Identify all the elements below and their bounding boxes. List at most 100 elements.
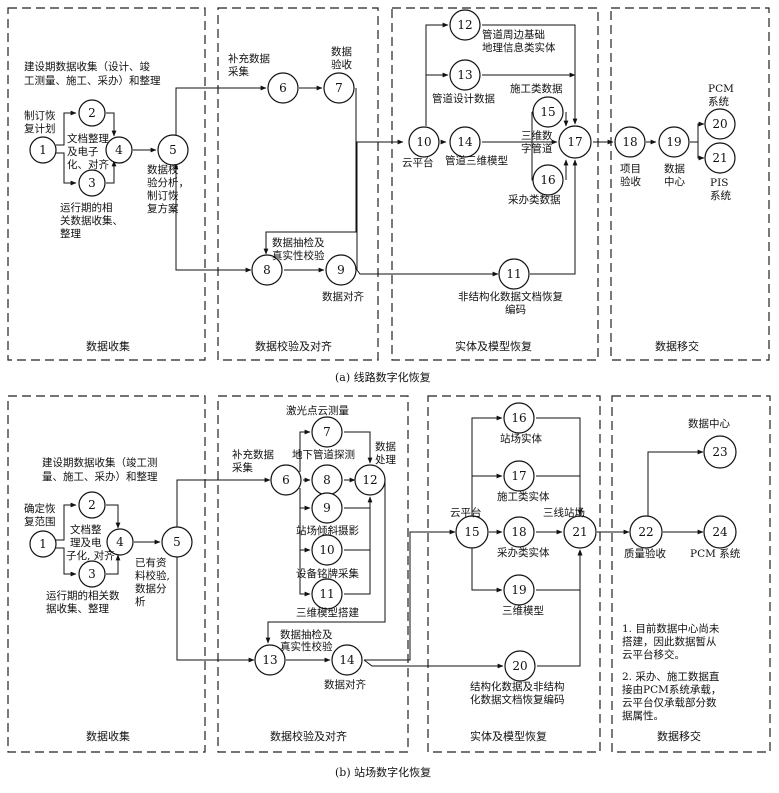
a-section-handover: 数据移交: [655, 339, 699, 353]
svg-text:系统: 系统: [710, 189, 731, 202]
b-labels: 建设期数据收集（竣工测 量、施工、采办）和整理 确定恢 复范围 文档整 理及电 …: [24, 404, 741, 722]
svg-text:2: 2: [88, 498, 96, 512]
svg-text:15: 15: [540, 105, 555, 119]
a-node-8: 8: [251, 254, 283, 286]
b-section-handover: 数据移交: [657, 729, 701, 743]
svg-text:9: 9: [337, 263, 345, 277]
svg-text:采集: 采集: [228, 65, 249, 78]
svg-text:工测量、施工、采办）和整理: 工测量、施工、采办）和整理: [24, 74, 161, 87]
svg-text:4: 4: [115, 143, 123, 157]
svg-text:真实性校验: 真实性校验: [280, 640, 333, 653]
svg-text:4: 4: [116, 535, 124, 549]
svg-text:析: 析: [135, 595, 146, 608]
svg-text:16: 16: [540, 173, 555, 187]
b-node-11: 11: [311, 578, 343, 610]
a-label-design: 管道设计数据: [432, 92, 495, 105]
b-note-1: 1. 目前数据中心尚未: [622, 622, 720, 635]
svg-text:7: 7: [323, 425, 331, 439]
a-node-6: 6: [267, 72, 299, 104]
b-node-16: 16: [503, 402, 535, 434]
b-node-23: 23: [703, 435, 737, 469]
svg-text:编码: 编码: [505, 303, 526, 316]
a-node-2: 2: [78, 99, 106, 127]
a-node-16: 16: [532, 164, 564, 196]
svg-text:验分析，: 验分析，: [147, 176, 189, 189]
b-node-17: 17: [503, 460, 535, 492]
a-node-9: 9: [325, 254, 357, 286]
a-node-18: 18: [614, 126, 646, 158]
svg-text:21: 21: [712, 151, 727, 165]
a-label-doc: 文档整理: [67, 132, 109, 145]
svg-text:6: 6: [282, 473, 290, 487]
svg-text:及电子: 及电子: [67, 145, 99, 158]
svg-text:化数据文档恢复编码: 化数据文档恢复编码: [470, 693, 565, 706]
svg-text:5: 5: [173, 535, 181, 549]
b-label-procure-entity: 采办类实体: [497, 546, 550, 559]
svg-text:采集: 采集: [232, 461, 253, 474]
svg-text:14: 14: [339, 653, 355, 667]
b-frame-verify: [217, 395, 409, 753]
svg-text:数据分: 数据分: [135, 582, 167, 595]
b-label-pcm: PCM 系统: [690, 547, 741, 560]
svg-text:13: 13: [457, 68, 472, 82]
svg-text:3: 3: [88, 567, 96, 581]
svg-text:14: 14: [457, 135, 473, 149]
b-node-13: 13: [254, 644, 286, 676]
svg-text:1: 1: [39, 143, 47, 157]
svg-text:化、对齐: 化、对齐: [67, 158, 109, 171]
a-node-19: 19: [658, 126, 690, 158]
svg-text:18: 18: [511, 525, 526, 539]
a-label-align: 数据对齐: [322, 290, 364, 303]
a-label-dc: 数据: [664, 162, 685, 175]
svg-text:12: 12: [362, 473, 377, 487]
svg-text:20: 20: [512, 659, 527, 673]
svg-text:复范围: 复范围: [24, 515, 56, 528]
svg-text:验收: 验收: [620, 175, 641, 188]
a-label-cloud: 云平台: [402, 156, 434, 169]
b-label-laser: 激光点云测量: [286, 404, 349, 417]
a-node-3: 3: [78, 169, 106, 197]
svg-text:云平台仅承载部分数: 云平台仅承载部分数: [622, 696, 717, 709]
b-section-verify: 数据校验及对齐: [270, 729, 347, 743]
svg-text:9: 9: [323, 501, 331, 515]
a-node-12: 12: [449, 9, 481, 41]
svg-text:8: 8: [323, 473, 331, 487]
svg-text:接由PCM系统承载，: 接由PCM系统承载，: [622, 683, 721, 696]
b-node-12: 12: [354, 464, 386, 496]
b-label-process: 数据: [375, 440, 396, 453]
b-section-collect: 数据收集: [86, 729, 130, 743]
svg-text:2: 2: [88, 106, 96, 120]
b-node-19: 19: [503, 574, 535, 606]
b-label-scope: 确定恢: [24, 502, 56, 515]
b-frame-handover: [611, 395, 771, 753]
b-label-station-entity: 站场实体: [500, 432, 542, 445]
svg-text:19: 19: [666, 135, 681, 149]
b-label-construct-entity: 施工类实体: [497, 490, 550, 503]
a-node-1: 1: [29, 136, 57, 164]
a-label-pis: PIS: [710, 177, 728, 189]
a-node-17: 17: [558, 125, 592, 159]
svg-text:理及电: 理及电: [70, 536, 102, 549]
svg-text:7: 7: [335, 81, 343, 95]
a-node-5: 5: [157, 134, 189, 166]
svg-text:10: 10: [416, 135, 431, 149]
b-label-oblique: 站场倾斜摄影: [296, 524, 359, 537]
b-node-14: 14: [331, 644, 363, 676]
svg-text:系统: 系统: [708, 95, 729, 108]
b-note-2: 2. 采办、施工数据直: [622, 670, 720, 683]
b-label-ops: 运行期的相关数: [46, 589, 120, 602]
a-label-procure: 采办类数据: [508, 193, 561, 206]
a-frame-verify: [217, 7, 379, 361]
svg-text:子化, 对齐: 子化, 对齐: [66, 549, 115, 562]
svg-text:字管道: 字管道: [521, 142, 553, 155]
a-node-13: 13: [449, 59, 481, 91]
svg-text:地理信息类实体: 地理信息类实体: [482, 41, 556, 54]
svg-text:5: 5: [169, 143, 177, 157]
svg-text:19: 19: [511, 583, 526, 597]
b-frame-collect: [7, 395, 206, 753]
b-node-15: 15: [455, 515, 489, 549]
b-node-2: 2: [78, 491, 106, 519]
b-label-sample: 数据抽检及: [280, 628, 333, 641]
b-node-4: 4: [106, 528, 134, 556]
b-node-20: 20: [504, 650, 536, 682]
